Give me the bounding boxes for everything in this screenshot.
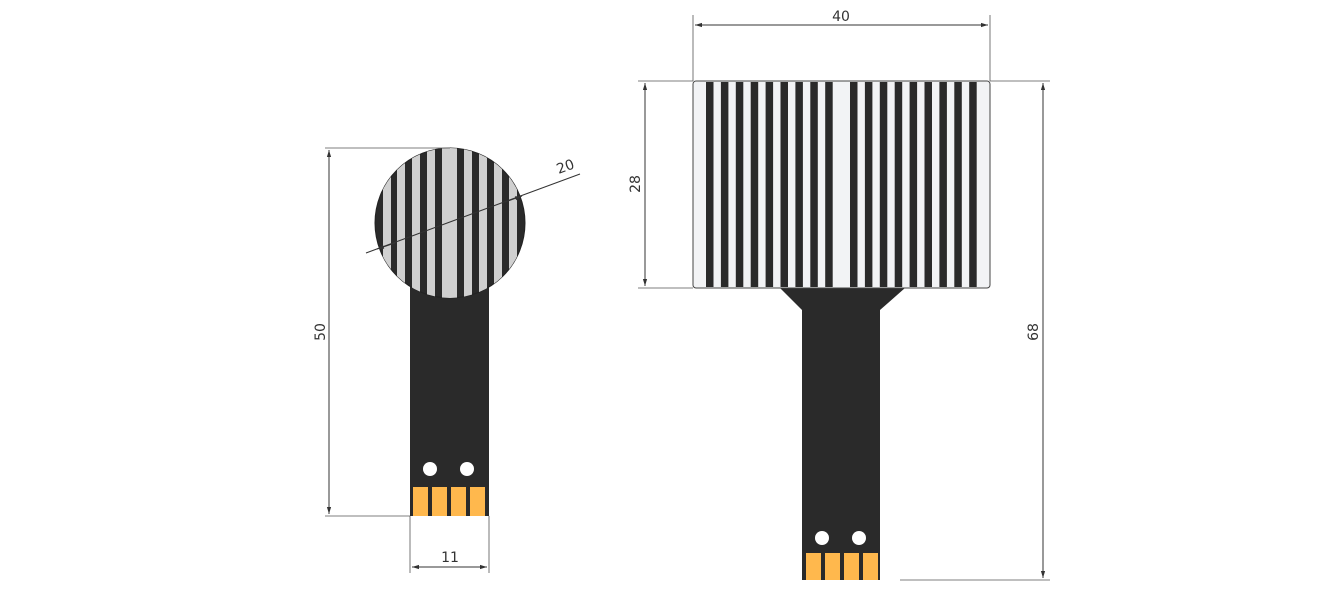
connector-pad	[863, 553, 878, 580]
mount-hole	[423, 462, 437, 476]
round-electrode-stripes	[383, 148, 517, 298]
round-connector-pads	[413, 487, 485, 516]
light-stripe	[427, 148, 435, 298]
dark-stripe	[924, 82, 932, 287]
dark-stripe	[720, 82, 729, 287]
dimension-label: 50	[313, 323, 329, 341]
connector-pad	[432, 487, 447, 516]
dark-stripe	[795, 82, 803, 287]
mount-hole	[815, 531, 829, 545]
dark-stripe	[825, 82, 833, 287]
rect-electrode-stripes	[706, 82, 977, 287]
light-stripe	[383, 148, 391, 298]
dark-stripe	[894, 82, 903, 287]
mount-hole	[852, 531, 866, 545]
dimension-overall-length-rect: 68	[900, 80, 1050, 581]
dark-stripe	[879, 82, 888, 287]
dimension-label: 11	[441, 550, 459, 566]
dark-stripe	[750, 82, 759, 287]
dimension-tail-width: 11	[409, 516, 490, 573]
dimension-overall-length-round: 50	[313, 147, 450, 517]
connector-pad	[844, 553, 859, 580]
dimension-label: 20	[555, 157, 577, 178]
round-sensor	[374, 147, 526, 516]
connector-pad	[413, 487, 428, 516]
light-stripe	[464, 148, 472, 298]
light-stripe	[442, 148, 457, 298]
dimension-height: 28	[628, 80, 693, 289]
dark-stripe	[969, 82, 977, 287]
connector-pad	[825, 553, 840, 580]
dark-stripe	[909, 82, 918, 287]
light-stripe	[494, 148, 502, 298]
dimension-label: 68	[1026, 323, 1042, 341]
connector-pad	[451, 487, 466, 516]
dark-stripe	[765, 82, 774, 287]
dark-stripe	[850, 82, 858, 287]
mount-hole	[460, 462, 474, 476]
connector-pad	[806, 553, 821, 580]
rect-connector-pads	[806, 553, 878, 580]
dimension-label: 28	[628, 175, 644, 193]
dark-stripe	[939, 82, 947, 287]
dark-stripe	[810, 82, 818, 287]
light-stripe	[479, 148, 487, 298]
round-sensor-tail	[410, 280, 489, 516]
dark-stripe	[706, 82, 714, 287]
dimension-label: 40	[832, 9, 850, 25]
dark-stripe	[780, 82, 788, 287]
dark-stripe	[735, 82, 744, 287]
light-stripe	[397, 148, 405, 298]
light-stripe	[509, 148, 517, 298]
dark-stripe	[954, 82, 962, 287]
rect-sensor-tail	[780, 288, 905, 580]
connector-pad	[470, 487, 485, 516]
light-stripe	[412, 148, 420, 298]
dimension-diameter: 20	[365, 157, 581, 254]
rect-sensor	[692, 80, 991, 580]
dark-stripe	[864, 82, 873, 287]
dimension-width: 40	[692, 9, 991, 81]
